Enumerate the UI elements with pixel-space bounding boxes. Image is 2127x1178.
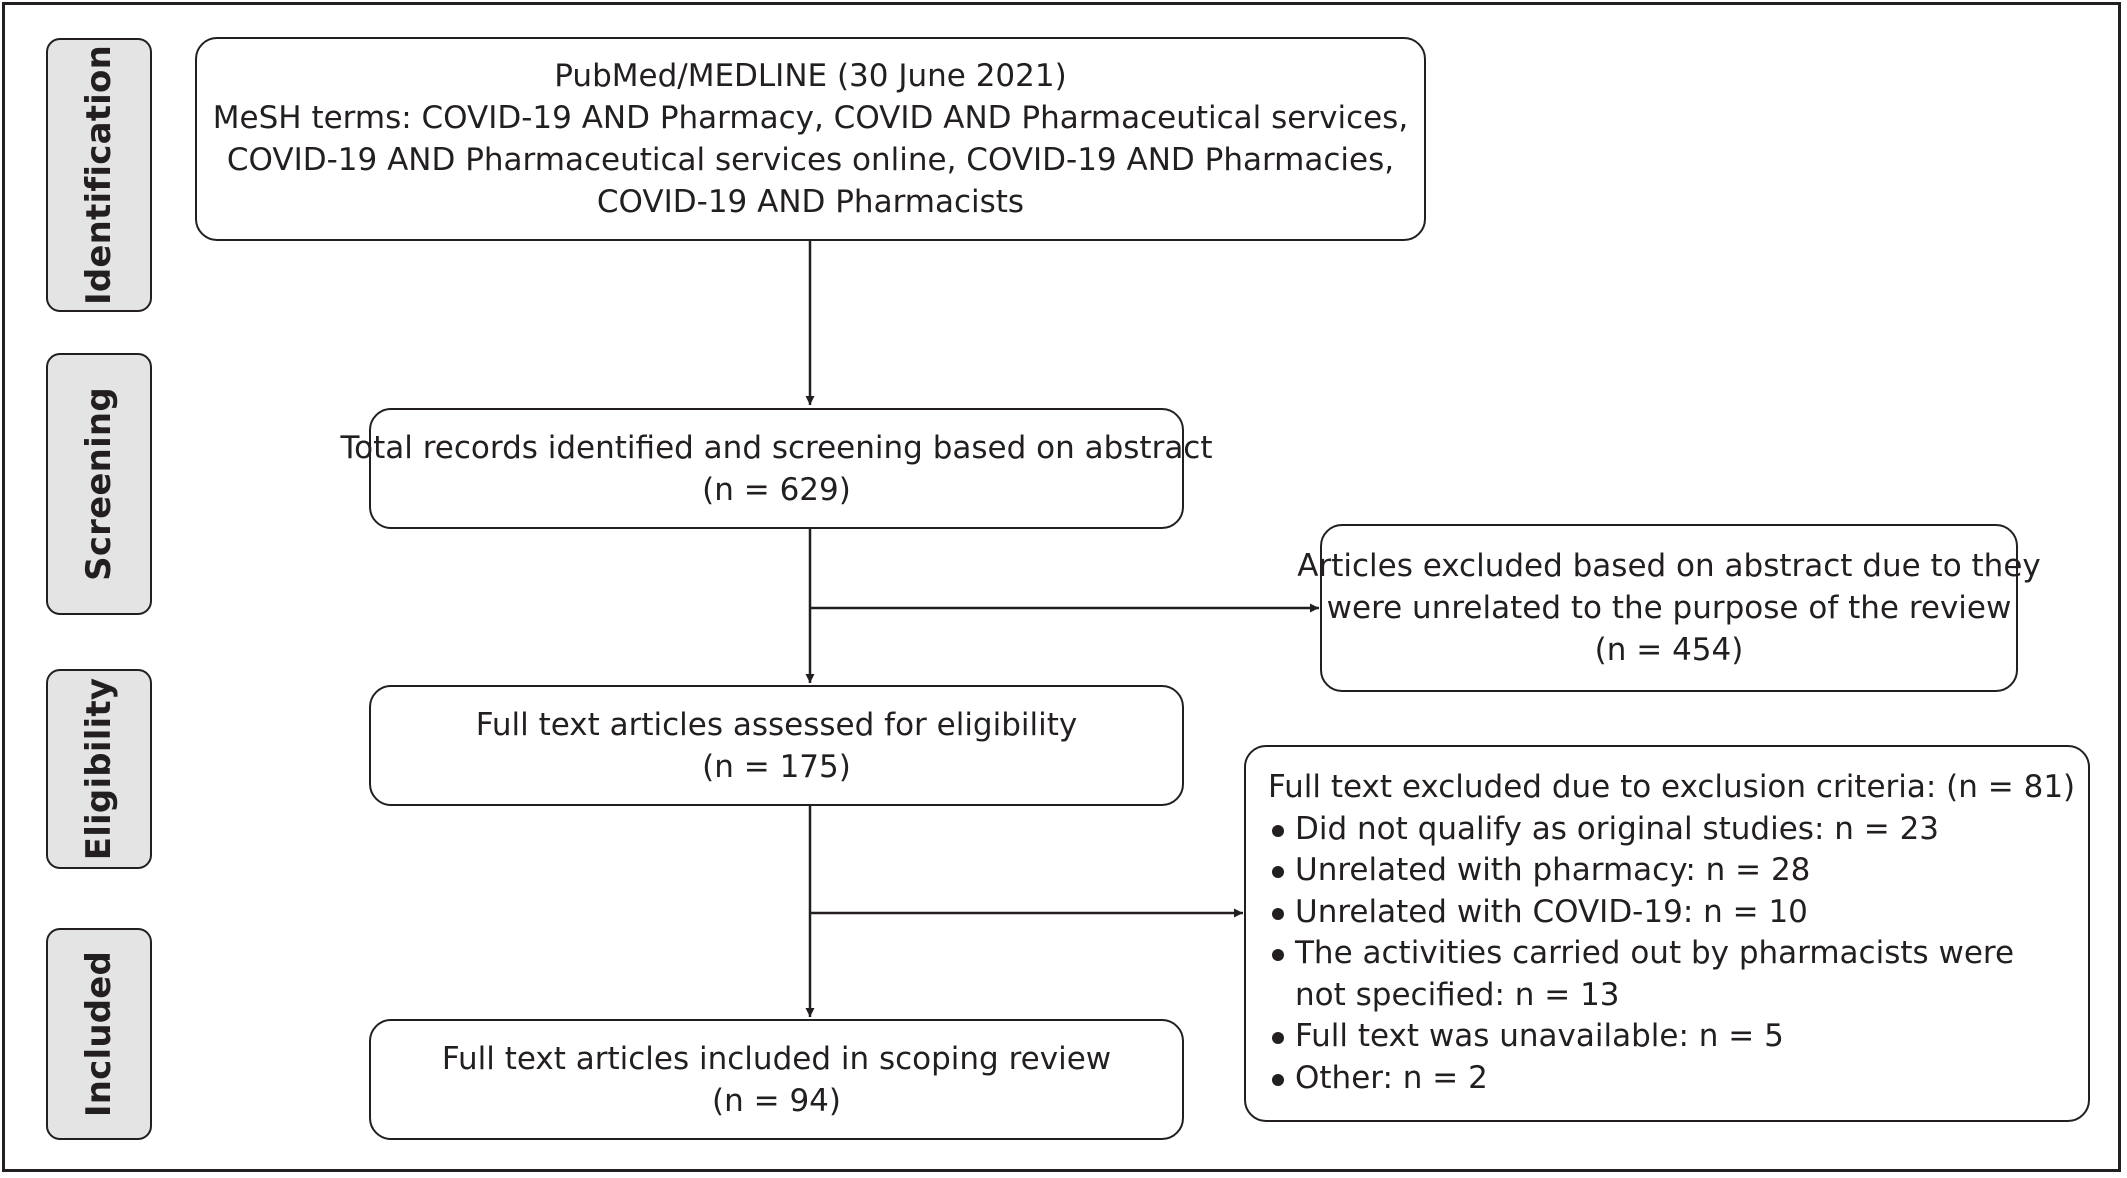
abstract-excluded-label-2: were unrelated to the purpose of the rev… bbox=[1326, 590, 2012, 626]
stage-included: Included bbox=[46, 928, 152, 1140]
included-count: (n = 94) bbox=[712, 1082, 841, 1119]
screening-count: (n = 629) bbox=[702, 471, 851, 508]
abstract-excluded-label-1: Articles excluded based on abstract due … bbox=[1297, 548, 2041, 584]
stage-eligibility: Eligibility bbox=[46, 669, 152, 869]
eligibility-box: Full text articles assessed for eligibil… bbox=[369, 685, 1184, 806]
identification-box: PubMed/MEDLINE (30 June 2021) MeSH terms… bbox=[195, 37, 1426, 241]
stage-screening: Screening bbox=[46, 353, 152, 615]
included-label: Full text articles included in scoping r… bbox=[441, 1040, 1112, 1077]
exclusion-criterion: Did not qualify as original studies: n =… bbox=[1268, 809, 2062, 851]
exclusion-criterion: The activities carried out by pharmacist… bbox=[1268, 933, 2062, 1016]
abstract-excluded-box: Articles excluded based on abstract due … bbox=[1297, 524, 2041, 692]
identification-terms-1: MeSH terms: COVID-19 AND Pharmacy, COVID… bbox=[212, 100, 1409, 136]
exclusion-criterion: Other: n = 2 bbox=[1268, 1058, 2062, 1100]
exclusion-criterion: Unrelated with COVID-19: n = 10 bbox=[1268, 892, 2062, 934]
identification-terms-3: COVID-19 AND Pharmacists bbox=[596, 184, 1025, 220]
fulltext-excluded-box: Full text excluded due to exclusion crit… bbox=[1244, 745, 2090, 1122]
screening-label: Total records identified and screening b… bbox=[340, 429, 1213, 466]
exclusion-criterion: Full text was unavailable: n = 5 bbox=[1268, 1016, 2062, 1058]
exclusion-criterion: Unrelated with pharmacy: n = 28 bbox=[1268, 850, 2062, 892]
screening-box: Total records identified and screening b… bbox=[340, 408, 1213, 529]
abstract-excluded-count: (n = 454) bbox=[1594, 632, 1744, 668]
fulltext-excluded-title: Full text excluded due to exclusion crit… bbox=[1268, 769, 2076, 805]
stage-identification: Identification bbox=[46, 38, 152, 312]
eligibility-count: (n = 175) bbox=[702, 748, 851, 785]
exclusion-criteria-list: Did not qualify as original studies: n =… bbox=[1268, 809, 2062, 1100]
included-box: Full text articles included in scoping r… bbox=[369, 1019, 1184, 1140]
identification-terms-2: COVID-19 AND Pharmaceutical services onl… bbox=[226, 142, 1395, 178]
eligibility-label: Full text articles assessed for eligibil… bbox=[475, 706, 1078, 743]
identification-source: PubMed/MEDLINE (30 June 2021) bbox=[554, 58, 1067, 94]
